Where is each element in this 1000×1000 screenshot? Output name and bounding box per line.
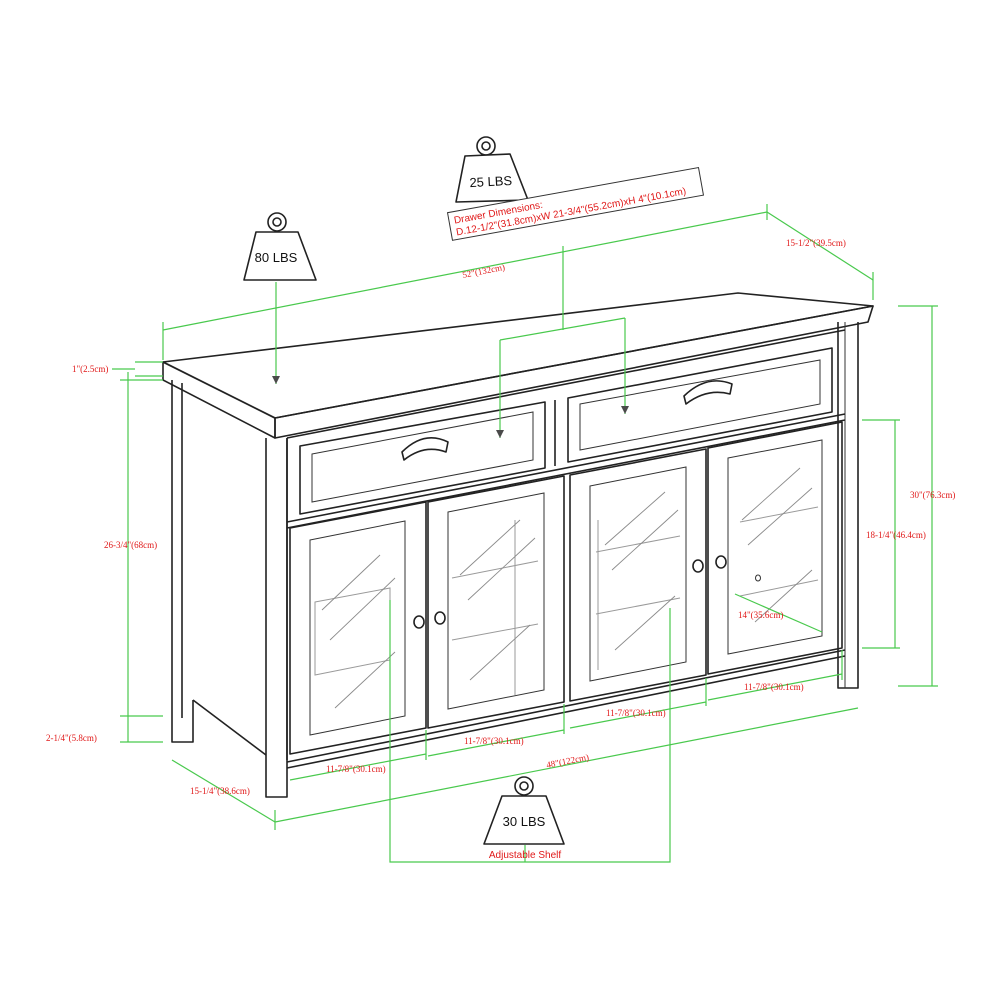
knob-icon: [413, 555, 761, 629]
door-3: [569, 448, 707, 702]
dim-door-width-4: 11-7/8"(30.1cm): [744, 682, 804, 692]
dim-top-depth: 15-1/2"(39.5cm): [786, 238, 846, 248]
dim-top-width: 52"(132cm): [461, 262, 505, 280]
sideboard-drawing: [162, 292, 874, 798]
dim-overall-height: 30"(76.3cm): [910, 490, 955, 500]
dim-shelf-depth: 14"(35.6cm): [738, 610, 783, 620]
drawer-pull-icon: [683, 380, 733, 405]
dim-bottom-width: 48"(122cm): [545, 752, 589, 770]
door-2: [427, 475, 565, 729]
weight-icon-top: 80 LBS: [243, 212, 317, 281]
weight-icon-drawer: 25 LBS: [455, 136, 529, 203]
dim-top-thickness: 1"(2.5cm): [72, 364, 108, 374]
door-4: [707, 421, 843, 675]
dim-door-height: 18-1/4"(46.4cm): [866, 530, 926, 540]
leader-arrows: [272, 376, 629, 438]
weight-icon-shelf: 30 LBS: [483, 776, 565, 845]
weight-label-drawer: 25 LBS: [469, 173, 513, 190]
dim-leg-height: 2-1/4"(5.8cm): [46, 733, 97, 743]
dim-base-depth: 15-1/4"(38.6cm): [190, 786, 250, 796]
drawer-dimensions-box: [446, 166, 705, 241]
adjustable-shelf-label: Adjustable Shelf: [489, 850, 561, 861]
weight-label-shelf: 30 LBS: [503, 814, 546, 829]
dim-door-width-3: 11-7/8"(30.1cm): [606, 708, 666, 718]
dim-door-width-1: 11-7/8"(30.1cm): [326, 764, 386, 774]
door-1: [289, 501, 427, 755]
weight-label-top: 80 LBS: [255, 250, 298, 265]
drawer-pull-icon: [401, 436, 449, 461]
dim-door-width-2: 11-7/8"(30.1cm): [464, 736, 524, 746]
dim-side-height: 26-3/4"(68cm): [104, 540, 157, 550]
dimension-lines: [112, 204, 938, 863]
